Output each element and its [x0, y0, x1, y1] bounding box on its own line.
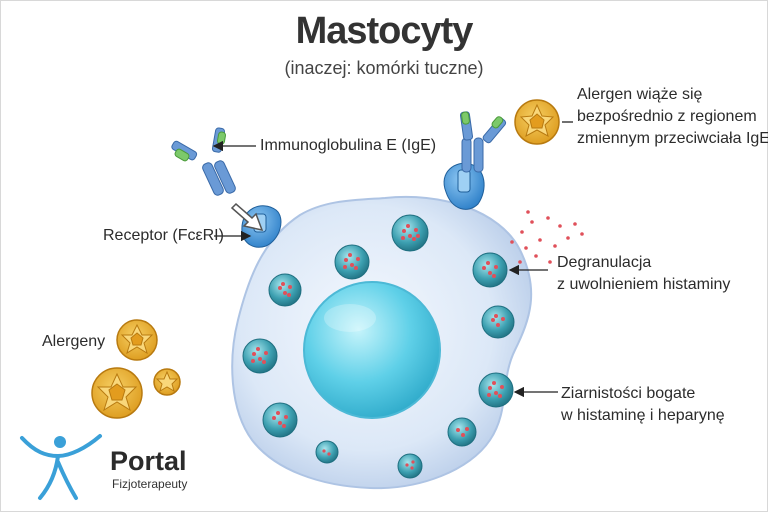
label-ige: Immunoglobulina E (IgE): [260, 137, 437, 154]
nucleus: [303, 281, 441, 419]
granule: [315, 440, 339, 464]
granule: [481, 305, 515, 339]
label-alergen-1: Alergen wiąże się: [577, 86, 703, 103]
granule: [397, 453, 423, 479]
allergens-free: [91, 319, 181, 419]
label-granules-2: w histaminę i heparynę: [561, 407, 725, 424]
label-alergen-2: bezpośrednio z regionem: [577, 108, 757, 125]
label-alergeny: Alergeny: [42, 333, 106, 350]
label-granules-1: Ziarnistości bogate: [561, 385, 696, 402]
granule: [262, 402, 298, 438]
ige-antibody-free: [171, 127, 236, 196]
granule: [242, 338, 278, 374]
granule: [478, 372, 514, 408]
label-degranulacja-1: Degranulacja: [557, 254, 652, 271]
allergen-bound: [514, 99, 560, 145]
granules: [242, 214, 515, 479]
binding-arrow: [230, 202, 264, 232]
granule: [447, 417, 477, 447]
logo-name: Portal: [110, 446, 187, 476]
logo-figure-icon: [20, 434, 102, 500]
page-title: Mastocyty: [295, 10, 474, 52]
granule: [472, 252, 508, 288]
ige-antibody-bound: [459, 111, 507, 173]
granule: [391, 214, 429, 252]
page-subtitle: (inaczej: komórki tuczne): [284, 58, 484, 78]
label-receptor: Receptor (FcεRI): [103, 227, 224, 244]
granule: [268, 273, 302, 307]
leader-lines: [212, 121, 573, 398]
receptor-right: [443, 162, 485, 210]
granule: [334, 244, 370, 280]
label-alergen-3: zmiennym przeciwciała IgE: [577, 130, 768, 147]
label-degranulacja-2: z uwolnieniem histaminy: [557, 276, 731, 293]
histamine-release: [510, 210, 584, 264]
logo-tagline: Fizjoterapeuty: [112, 477, 188, 491]
